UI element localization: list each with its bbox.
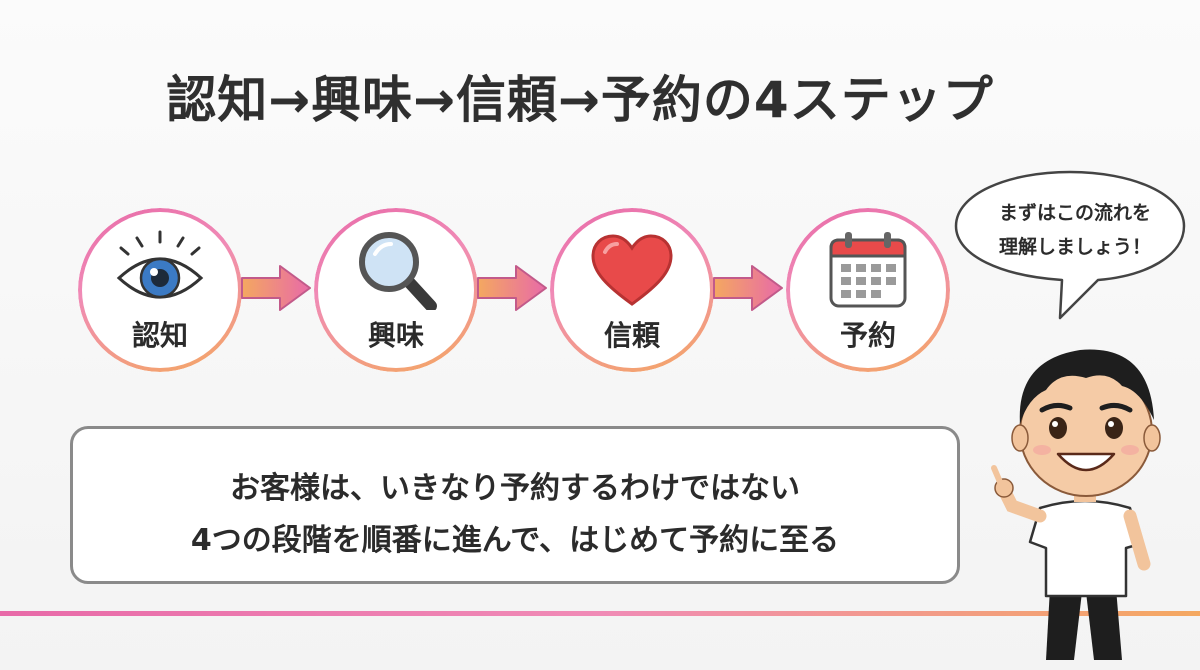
message-line: 4つの段階を順番に進んで、はじめて予約に至る — [190, 523, 840, 558]
step-interest: 興味 — [314, 208, 478, 372]
calendar-icon — [829, 232, 907, 308]
page-title: 認知→興味→信頼→予約の4ステップ — [166, 71, 994, 129]
step-label: 興味 — [367, 319, 424, 352]
arrow-right-icon — [477, 265, 547, 311]
character-illustration — [991, 349, 1161, 660]
step-reservation: 予約 — [786, 208, 950, 372]
message-box: お客様は、いきなり予約するわけではない 4つの段階を順番に進んで、はじめて予約に… — [70, 426, 960, 584]
eye-icon — [116, 230, 204, 299]
step-awareness: 認知 — [78, 208, 242, 372]
step-label: 予約 — [839, 319, 896, 352]
magnifier-icon — [359, 232, 437, 310]
arrow-right-icon — [713, 265, 783, 311]
arrow-right-icon — [241, 265, 311, 311]
speech-bubble-line: 理解しましょう！ — [998, 236, 1151, 258]
heart-icon — [591, 234, 673, 306]
speech-bubble-line: まずはこの流れを — [998, 202, 1151, 224]
step-label: 認知 — [131, 319, 188, 352]
speech-bubble — [954, 170, 1186, 320]
divider-line — [0, 611, 1200, 616]
step-label: 信頼 — [603, 319, 660, 352]
step-trust: 信頼 — [550, 208, 714, 372]
message-line: お客様は、いきなり予約するわけではない — [230, 471, 800, 506]
